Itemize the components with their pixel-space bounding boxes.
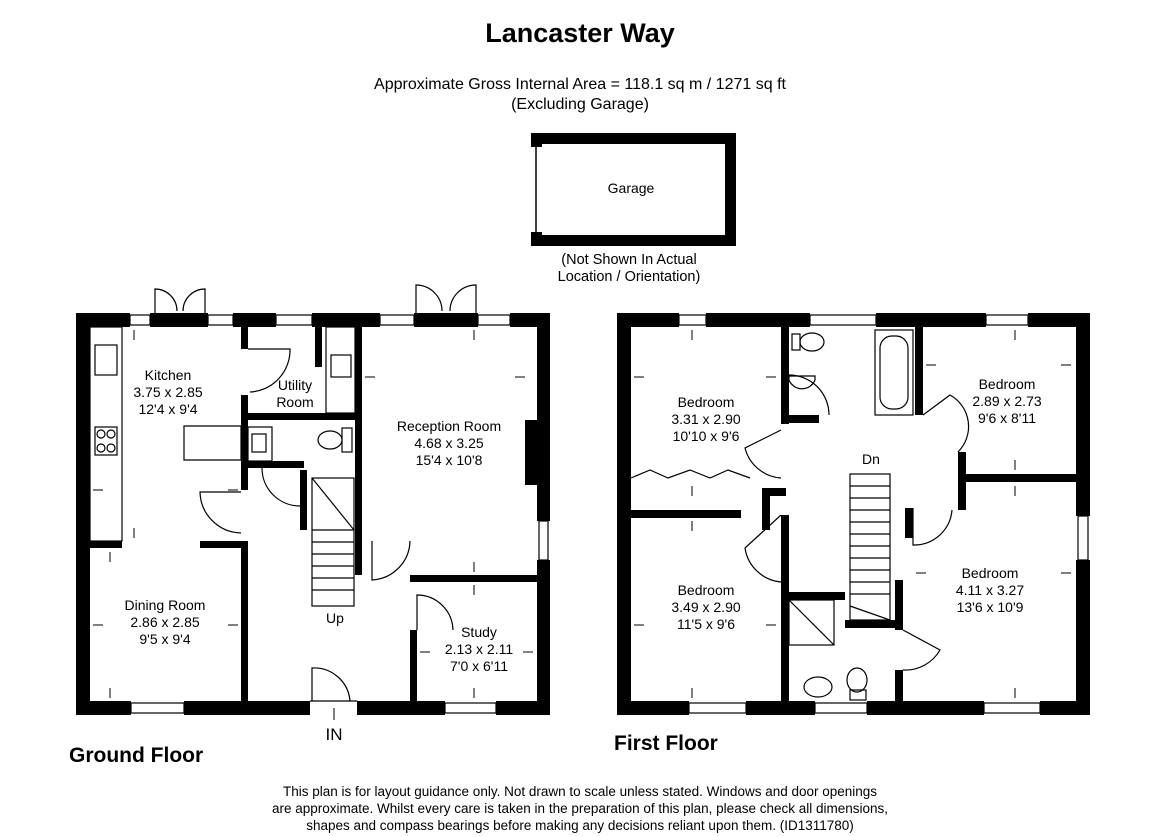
- disclaimer-line-3: shapes and compass bearings before makin…: [306, 818, 854, 833]
- study-name: Study: [461, 624, 497, 640]
- bedroom-1-metric: 3.31 x 2.90: [671, 411, 741, 427]
- ground-floor-walls: [76, 313, 550, 715]
- area-line-2: (Excluding Garage): [511, 96, 649, 113]
- reception-imperial: 15'4 x 10'8: [415, 452, 483, 468]
- bedroom-3-name: Bedroom: [677, 582, 735, 598]
- disclaimer-line-2: are approximate. Whilst every care is ta…: [271, 801, 889, 816]
- room-label-reception: Reception Room 4.68 x 3.25 15'4 x 10'8: [397, 418, 501, 469]
- stairs-down-label: Dn: [862, 451, 880, 467]
- room-label-dining: Dining Room 2.86 x 2.85 9'5 x 9'4: [125, 597, 206, 648]
- page-title: Lancaster Way: [485, 18, 675, 48]
- garage-note-line-1: (Not Shown In Actual: [561, 252, 697, 268]
- disclaimer-line-1: This plan is for layout guidance only. N…: [282, 784, 878, 799]
- stairs-up-label: Up: [326, 610, 344, 626]
- study-metric: 2.13 x 2.11: [444, 641, 514, 657]
- ground-floor-windows: [129, 314, 549, 714]
- bedroom-3-metric: 3.49 x 2.90: [671, 599, 741, 615]
- dining-metric: 2.86 x 2.85: [130, 614, 200, 630]
- ground-floor-doors: [154, 284, 477, 702]
- room-label-utility: Utility Room: [276, 377, 313, 411]
- bedroom-2-metric: 2.89 x 2.73: [972, 393, 1042, 409]
- kitchen-imperial: 12'4 x 9'4: [138, 401, 198, 417]
- first-floor-fixtures: [788, 329, 914, 701]
- reception-name: Reception Room: [396, 418, 502, 434]
- ground-floor-label: Ground Floor: [69, 744, 204, 767]
- bedroom-4-imperial: 13'6 x 10'9: [956, 599, 1024, 615]
- room-label-bedroom-4: Bedroom 4.11 x 3.27 13'6 x 10'9: [956, 565, 1024, 616]
- first-floor-doors: [630, 374, 1076, 671]
- kitchen-name: Kitchen: [144, 367, 192, 383]
- dining-imperial: 9'5 x 9'4: [139, 631, 191, 647]
- ground-floor-dimension-marks: [93, 330, 533, 720]
- bedroom-2-name: Bedroom: [978, 376, 1036, 392]
- bedroom-4-metric: 4.11 x 3.27: [955, 582, 1025, 598]
- bedroom-1-imperial: 10'10 x 9'6: [672, 428, 740, 444]
- area-line-1: Approximate Gross Internal Area = 118.1 …: [374, 76, 786, 93]
- utility-name-line-1: Utility: [277, 377, 313, 393]
- area-summary: Approximate Gross Internal Area = 118.1 …: [0, 75, 1160, 115]
- utility-name-line-2: Room: [276, 394, 314, 410]
- reception-metric: 4.68 x 3.25: [414, 435, 484, 451]
- garage-outline: [531, 133, 736, 246]
- room-label-bedroom-2: Bedroom 2.89 x 2.73 9'6 x 8'11: [972, 376, 1041, 427]
- room-label-study: Study 2.13 x 2.11 7'0 x 6'11: [445, 624, 513, 675]
- first-floor-walls: [617, 313, 1090, 715]
- study-imperial: 7'0 x 6'11: [449, 658, 509, 674]
- room-label-bedroom-3: Bedroom 3.49 x 2.90 11'5 x 9'6: [671, 582, 740, 633]
- room-label-kitchen: Kitchen 3.75 x 2.85 12'4 x 9'4: [133, 367, 202, 418]
- bedroom-2-imperial: 9'6 x 8'11: [977, 410, 1037, 426]
- first-floor-dimension-marks: [634, 330, 1071, 698]
- bedroom-1-name: Bedroom: [677, 394, 735, 410]
- garage-label: Garage: [607, 180, 655, 196]
- entrance-label: IN: [325, 725, 343, 744]
- bedroom-3-imperial: 11'5 x 9'6: [676, 616, 736, 632]
- garage-note-line-2: Location / Orientation): [557, 269, 701, 285]
- first-floor-windows: [678, 314, 1089, 714]
- room-label-bedroom-1: Bedroom 3.31 x 2.90 10'10 x 9'6: [671, 394, 740, 445]
- kitchen-metric: 3.75 x 2.85: [133, 384, 203, 400]
- garage-note: (Not Shown In Actual Location / Orientat…: [558, 252, 701, 286]
- dining-name: Dining Room: [124, 597, 206, 613]
- bedroom-4-name: Bedroom: [961, 565, 1019, 581]
- ground-floor-fixtures: [89, 326, 356, 607]
- first-floor-label: First Floor: [614, 732, 718, 755]
- disclaimer: This plan is for layout guidance only. N…: [0, 783, 1160, 834]
